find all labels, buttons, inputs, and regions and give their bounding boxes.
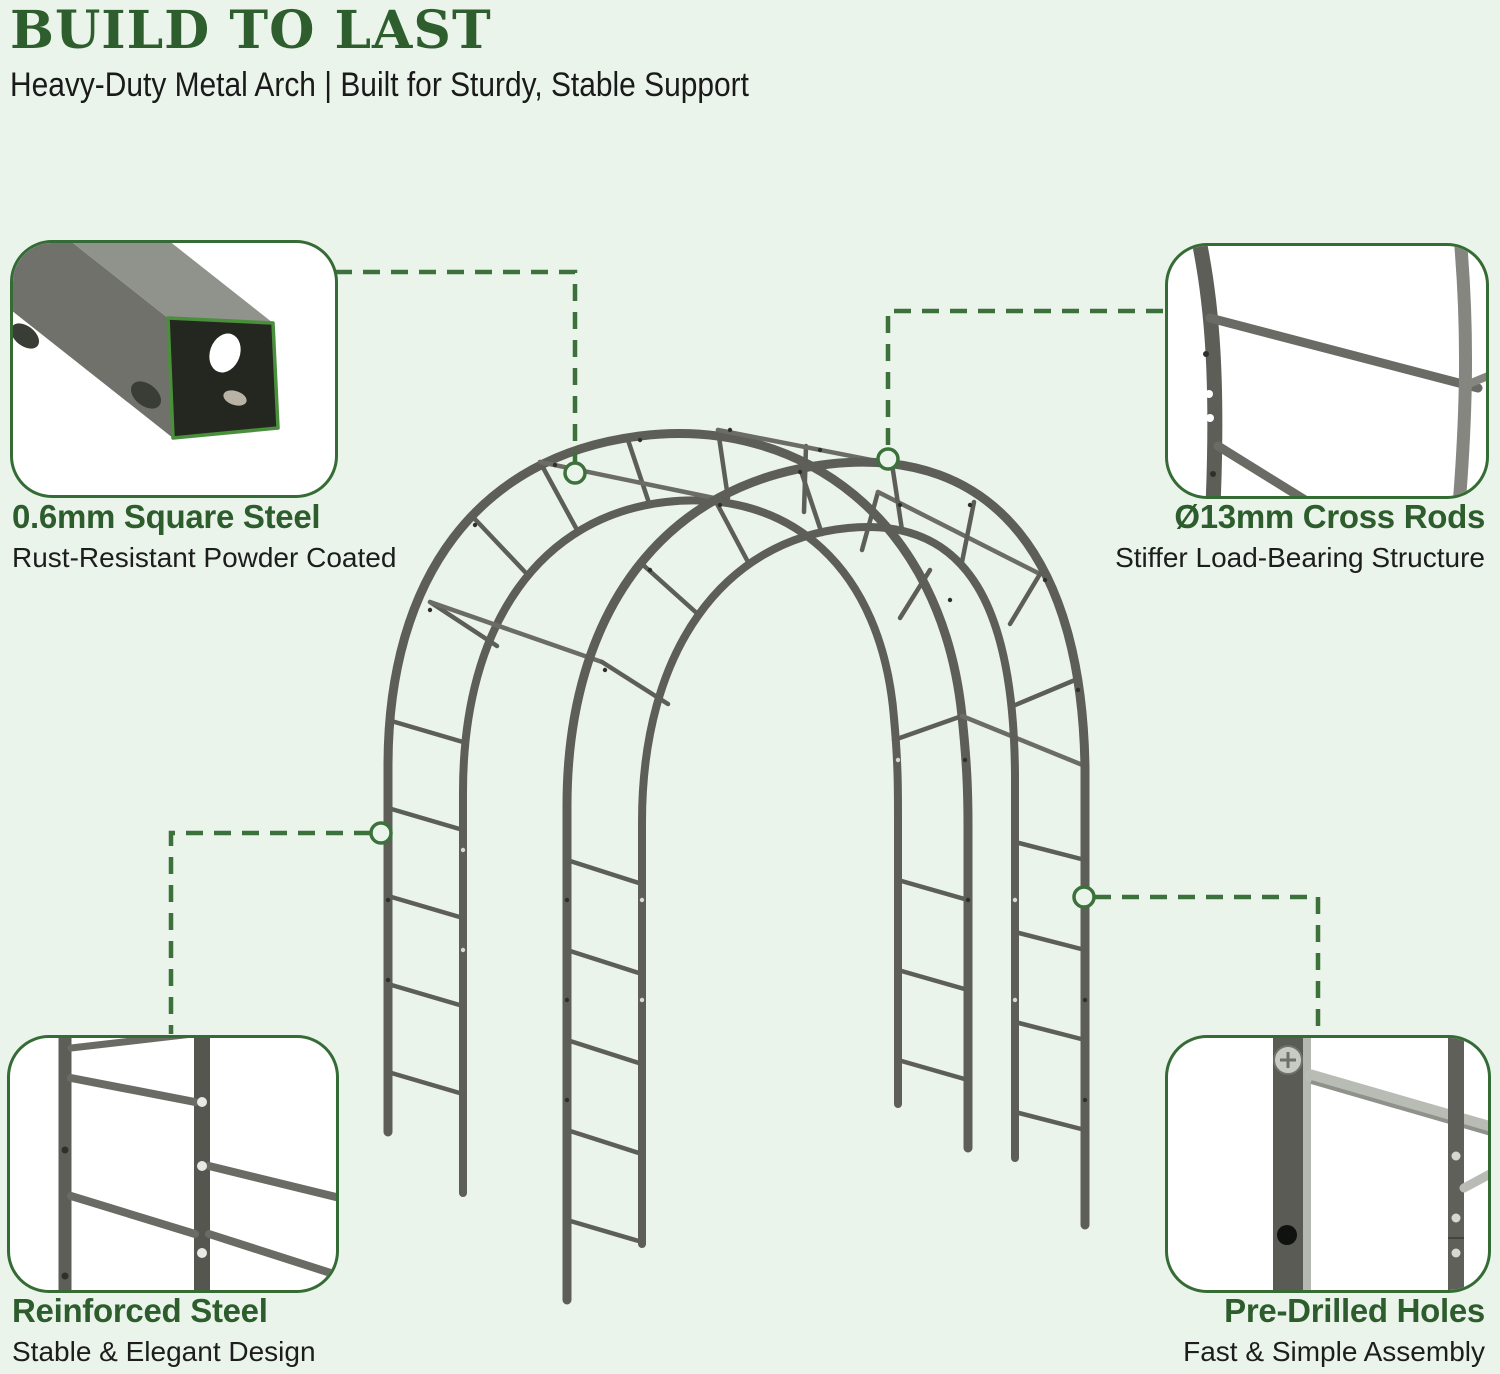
connector-dot-reinforced-steel <box>369 821 393 845</box>
page-title: BUILD TO LAST <box>10 0 492 61</box>
feature-subtitle-reinforced-steel: Stable & Elegant Design <box>12 1336 316 1367</box>
cross-rods-image-box <box>1165 243 1489 499</box>
connector-line-reinforced-steel <box>168 830 371 1034</box>
feature-subtitle-cross-rods: Stiffer Load-Bearing Structure <box>1115 542 1485 573</box>
arch-far-frame <box>383 427 973 1197</box>
feature-title-cross-rods: Ø13mm Cross Rods <box>1174 498 1485 535</box>
connector-line-pre-drilled-holes <box>1094 894 1321 1034</box>
pre-drilled-holes-photo <box>1273 1038 1488 1290</box>
feature-title-square-steel: 0.6mm Square Steel <box>12 498 321 535</box>
feature-subtitle-pre-drilled-holes: Fast & Simple Assembly <box>1183 1336 1485 1367</box>
arch-near-frame <box>562 457 1090 1305</box>
feature-title-reinforced-steel: Reinforced Steel <box>12 1292 268 1329</box>
reinforced-steel-image-box <box>7 1035 339 1293</box>
connector-dot-cross-rods <box>876 447 900 471</box>
square-steel-photo <box>13 243 280 440</box>
cross-rods-photo <box>1192 246 1486 496</box>
connector-line-square-steel <box>335 269 578 462</box>
reinforced-steel-photo <box>58 1038 336 1290</box>
square-steel-image-box <box>10 240 338 498</box>
connector-dot-pre-drilled-holes <box>1072 885 1096 909</box>
pre-drilled-holes-image-box <box>1165 1035 1491 1293</box>
page-subtitle: Heavy-Duty Metal Arch | Built for Sturdy… <box>10 66 749 104</box>
connector-line-cross-rods <box>885 308 1163 448</box>
connector-dot-square-steel <box>563 461 587 485</box>
feature-title-pre-drilled-holes: Pre-Drilled Holes <box>1224 1292 1485 1329</box>
arch-hole-dots <box>385 427 1088 1103</box>
feature-subtitle-square-steel: Rust-Resistant Powder Coated <box>12 542 397 573</box>
